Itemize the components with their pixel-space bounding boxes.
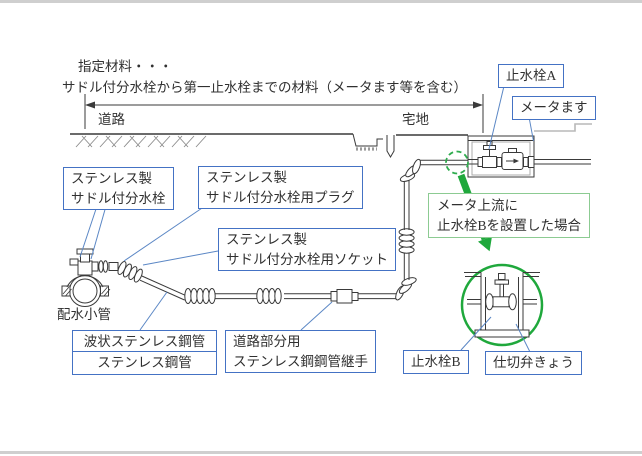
corrugated-elbow <box>395 277 417 301</box>
road-joint-part <box>330 289 359 304</box>
label-distribution-main: 配水小管 <box>57 307 111 322</box>
header-line2: サドル付分水栓から第一止水栓までの材料（メータます等を含む） <box>62 80 467 95</box>
soil-hatch <box>75 135 207 148</box>
corrugated-section <box>256 288 282 304</box>
corrugated-elbow <box>399 158 421 182</box>
callout-road-joint: 道路部分用 ステンレス鋼鋼管継手 <box>225 330 376 374</box>
page-bottom-border <box>0 451 642 454</box>
house-step-outline <box>534 123 592 132</box>
roadside-gutter <box>352 133 383 147</box>
callout-gate-valve-box: 仕切弁きょう <box>485 351 582 375</box>
leader-lines <box>79 85 534 353</box>
saddle-band <box>66 275 104 288</box>
boundary-stake <box>386 135 395 158</box>
callout-steel-pipe: ステンレス鋼管 <box>72 351 217 375</box>
saddle-plug-part <box>98 260 104 273</box>
callout-meter-box: メータます <box>512 96 596 120</box>
callout-stop-valve-b: 止水栓B <box>403 350 469 374</box>
ground-profile <box>70 123 592 158</box>
stop-valve-b-part <box>485 273 517 311</box>
meter-box-drawing <box>467 135 591 178</box>
service-pipe-run <box>117 158 468 304</box>
saddle-socket-part <box>108 262 119 271</box>
valve-b-detail <box>460 263 544 347</box>
water-meter-part <box>501 148 524 170</box>
upstream-marker-circle <box>445 150 469 175</box>
zone-label-road: 道路 <box>98 112 125 127</box>
callout-saddle-socket: ステンレス製 サドル付分水栓用ソケット <box>218 228 396 272</box>
header-line1: 指定材料・・・ <box>78 59 173 74</box>
zone-label-premises: 宅地 <box>402 112 429 127</box>
callout-upstream-note: メータ上流に 止水栓Bを設置した場合 <box>428 193 591 239</box>
saddle-tap-drawing <box>61 248 119 307</box>
callout-saddle-plug: ステンレス製 サドル付分水栓用プラグ <box>198 166 363 210</box>
page-top-border <box>0 0 642 3</box>
corrugated-section <box>398 228 415 254</box>
corrugated-section <box>117 261 143 283</box>
callout-stop-valve-a: 止水栓A <box>498 64 565 88</box>
dimension-span <box>84 94 484 133</box>
corrugated-section <box>184 288 216 304</box>
callout-saddle-tap: ステンレス製 サドル付分水栓 <box>63 167 174 211</box>
